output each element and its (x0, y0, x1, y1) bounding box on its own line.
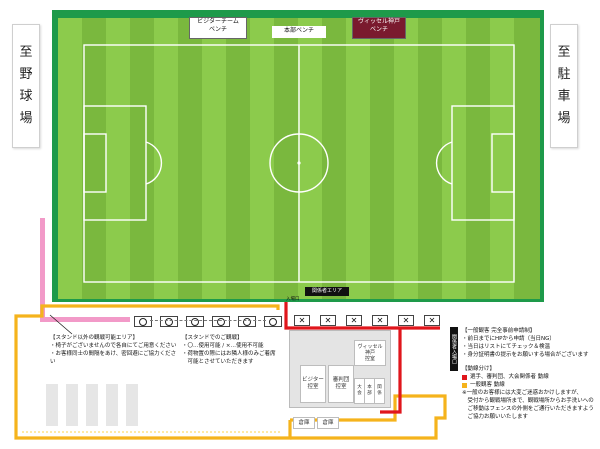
right-penalty-arc (435, 141, 453, 185)
seat-available (160, 316, 178, 327)
seat-unavailable: ✕ (294, 315, 310, 326)
seat-available (134, 316, 152, 327)
to-parking-label: 至 駐 車 場 (550, 24, 578, 148)
vissel-kobe-locker-room: ヴィッセル 神戸 控室 (354, 340, 386, 366)
staff-entrance-tag: 関係者入場口 (450, 327, 458, 371)
seat-unavailable: ✕ (372, 315, 388, 326)
legend-staff-route: 選手、審判団、大会関係者 動線 (462, 373, 596, 381)
center-circle (269, 133, 329, 193)
storage-room-2: 倉庫 (317, 417, 339, 429)
seat-unavailable: ✕ (424, 315, 440, 326)
stand-block (66, 384, 78, 426)
stand-notes: 【スタンドでのご観戦】 ・〇…使用可能 / ×…使用不可能 ・荷物置の際にはお隣… (182, 335, 276, 365)
visitor-locker-room: ビジター 控室 (300, 365, 326, 403)
right-goal-area (491, 133, 515, 193)
seat-available (186, 316, 204, 327)
soccer-pitch (58, 18, 540, 299)
seat-unavailable: ✕ (346, 315, 362, 326)
visitor-team-bench: ビジターチーム ベンチ (189, 17, 247, 39)
seat-available (212, 316, 230, 327)
seat-unavailable: ✕ (320, 315, 336, 326)
stand-block (126, 384, 138, 426)
seat-available (238, 316, 256, 327)
to-baseball-field-label: 至 野 球 場 (12, 24, 40, 148)
standing-area-strip-horizontal (40, 317, 130, 322)
seat-unavailable: ✕ (398, 315, 414, 326)
seat-available (264, 316, 282, 327)
general-admission-notes: 【一般観客 完全事前申請制】 ・前日までにHPから申請（当日NG） ・当日はリス… (462, 327, 596, 421)
legend-spectator-route: 一般観客 動線 (462, 381, 596, 389)
entrance-label: 入場口 (286, 297, 300, 302)
left-goal-area (83, 133, 107, 193)
stand-block (46, 384, 58, 426)
stand-block (106, 384, 118, 426)
standing-area-strip-vertical (40, 218, 45, 322)
storage-room-1: 倉庫 (293, 417, 315, 429)
small-room-3: 関 係 (374, 378, 385, 404)
staff-area-label: 関係者エリア (305, 287, 349, 296)
stand-block (86, 384, 98, 426)
standing-area-notes: 【スタンド以外の観戦可能エリア】 ・椅子がございませんので各自にてご用意ください… (50, 335, 177, 365)
officials-bench: 本部ベンチ (272, 26, 326, 38)
legend-swatch-red (462, 374, 467, 380)
referee-locker-room: 審判団 控室 (328, 365, 354, 403)
legend-swatch-yellow (462, 382, 467, 388)
vissel-kobe-bench: ヴィッセル神戸 ベンチ (352, 17, 406, 39)
left-penalty-arc (145, 141, 163, 185)
